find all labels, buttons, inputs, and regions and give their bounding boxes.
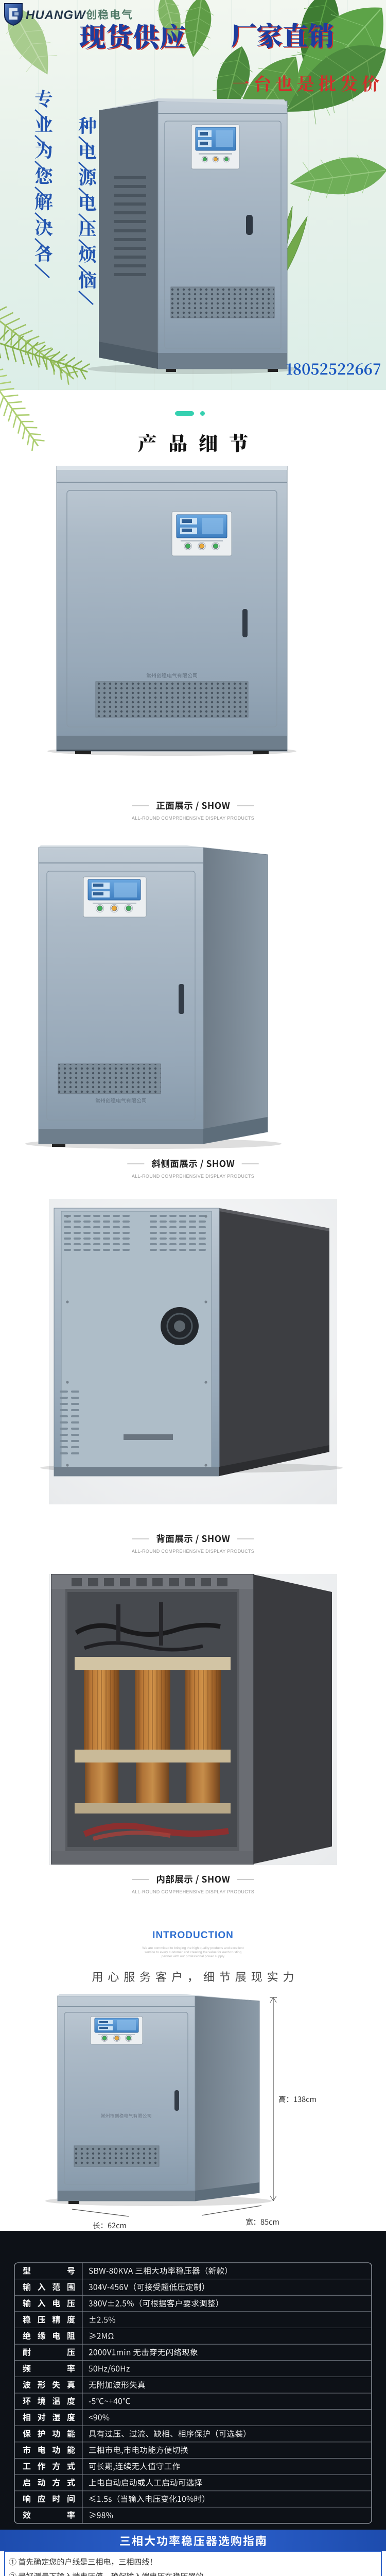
svg-text:partner with our professional: partner with our professional power supp… bbox=[162, 1955, 225, 1958]
svg-text:HUANGW: HUANGW bbox=[26, 8, 86, 22]
svg-text:ALL-ROUND COMPREHENSIVE DISPLA: ALL-ROUND COMPREHENSIVE DISPLAY PRODUCTS bbox=[132, 1549, 254, 1554]
svg-text:ALL-ROUND COMPREHENSIVE DISPLA: ALL-ROUND COMPREHENSIVE DISPLAY PRODUCTS bbox=[132, 1174, 254, 1179]
svg-text:service to every customer and: service to every customer and creating t… bbox=[145, 1951, 242, 1954]
svg-text:ALL-ROUND COMPREHENSIVE DISPLA: ALL-ROUND COMPREHENSIVE DISPLAY PRODUCTS bbox=[132, 816, 254, 821]
svg-text:We are committed to bringing t: We are committed to bringing the high qu… bbox=[142, 1946, 243, 1950]
svg-text:INTRODUCTION: INTRODUCTION bbox=[152, 1930, 234, 1941]
svg-text:ALL-ROUND COMPREHENSIVE DISPLA: ALL-ROUND COMPREHENSIVE DISPLAY PRODUCTS bbox=[132, 1889, 254, 1894]
